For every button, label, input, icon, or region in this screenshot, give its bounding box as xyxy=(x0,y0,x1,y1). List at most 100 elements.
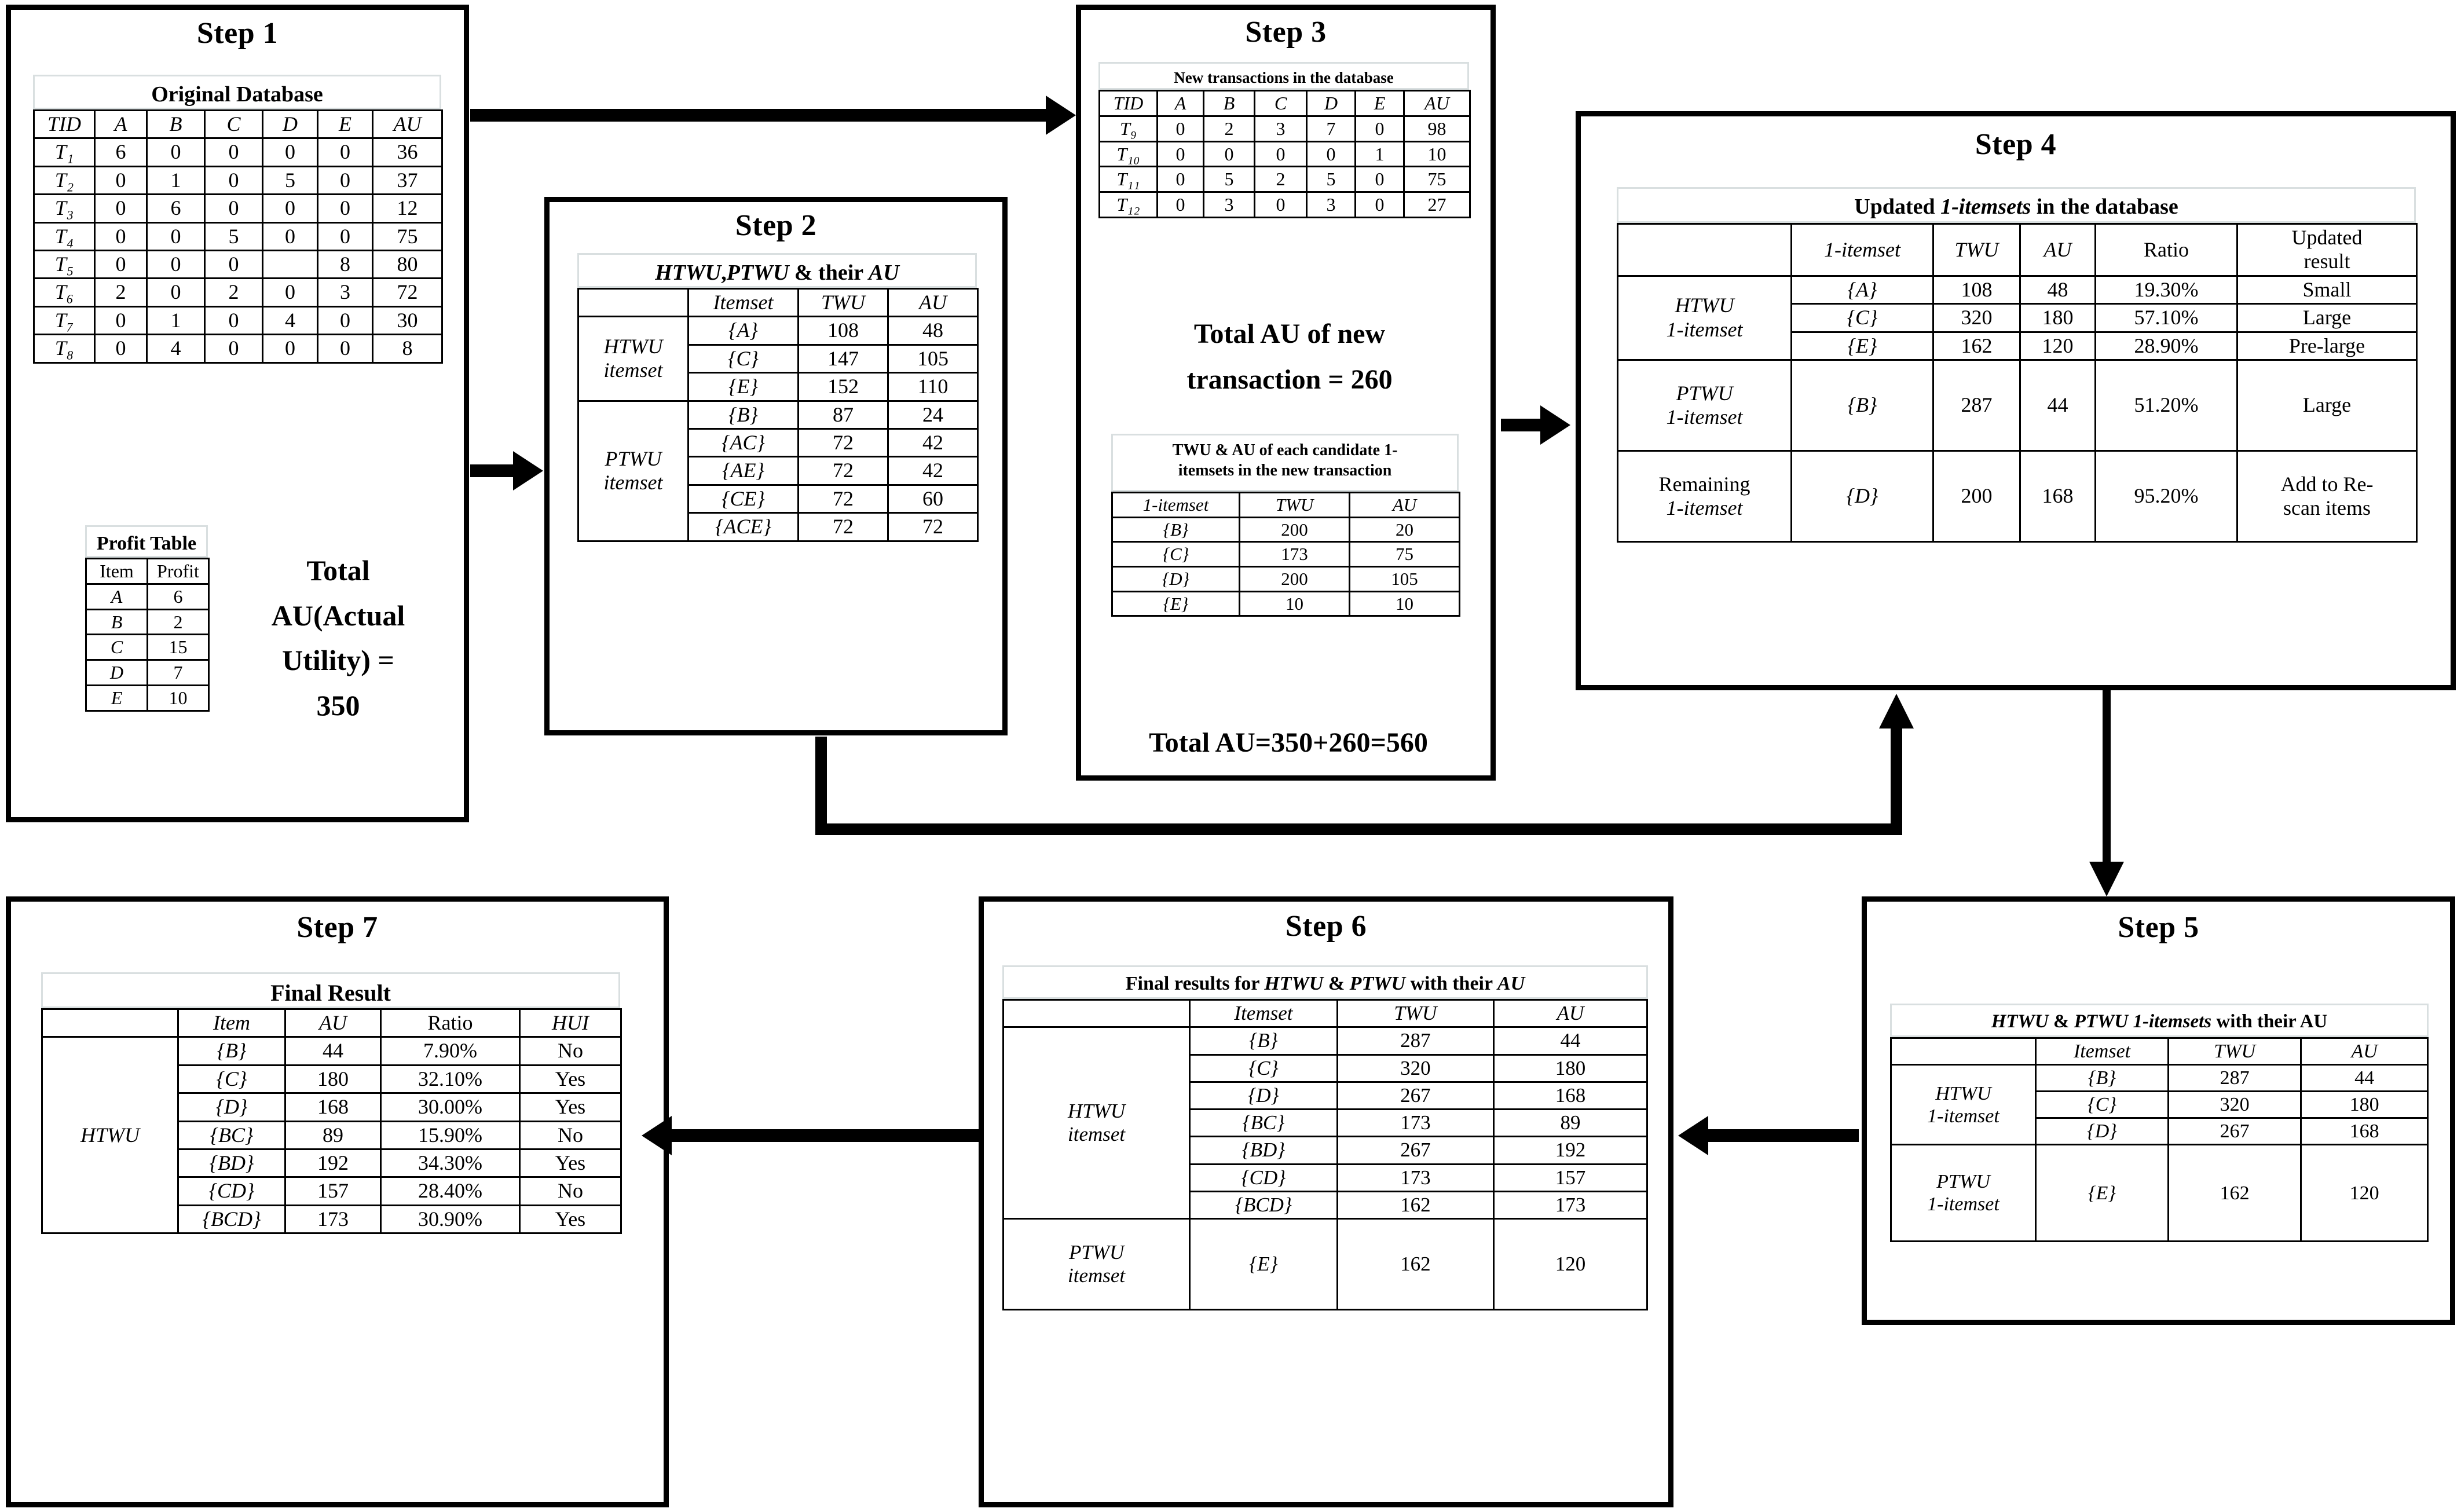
cell: 0 xyxy=(94,249,148,280)
col-1-itemset: 1-itemset xyxy=(1111,492,1240,518)
cell-au: 42 xyxy=(887,456,979,486)
col-group xyxy=(1002,998,1191,1028)
result-line-2: scan items xyxy=(2283,496,2371,519)
col-a: A xyxy=(1156,90,1204,117)
cell-item: B xyxy=(85,608,148,636)
col-b: B xyxy=(146,109,206,140)
cell-item: {CD} xyxy=(177,1176,286,1206)
step-2-title: Step 2 xyxy=(735,209,817,242)
total-au-line-3: Utility) = xyxy=(282,644,394,676)
cell-itemset: {BD} xyxy=(1189,1136,1338,1165)
col-profit: Profit xyxy=(147,558,210,585)
step-3-box: Step 3 New transactions in the database … xyxy=(1076,5,1496,781)
step-2-box: Step 2 HTWU,PTWU & their AU Itemset TWU … xyxy=(544,197,1008,735)
cell xyxy=(262,249,318,280)
cell: 0 xyxy=(1354,166,1405,193)
cell-ratio: 15.90% xyxy=(380,1120,521,1150)
step-1-title: Step 1 xyxy=(196,17,279,50)
table-row: PTWU itemset {E} 162 120 xyxy=(1002,1218,1649,1310)
cell-profit: 7 xyxy=(147,659,210,686)
cell-twu: 162 xyxy=(1336,1218,1495,1310)
group-label-ptwu: PTWU 1-itemset xyxy=(1890,1144,2037,1243)
cell-au: 42 xyxy=(887,427,979,458)
cell-au: 72 xyxy=(887,512,979,542)
group-line-2: itemset xyxy=(603,358,663,382)
cell-au: 44 xyxy=(2019,358,2096,452)
cell-hui: Yes xyxy=(519,1148,622,1178)
cell-twu: 267 xyxy=(1336,1136,1495,1165)
cell-au: 157 xyxy=(1492,1163,1649,1192)
cell-profit: 2 xyxy=(147,608,210,636)
cell-au: 157 xyxy=(284,1176,382,1206)
cell-au: 44 xyxy=(1492,1026,1649,1056)
col-au: AU xyxy=(887,287,979,318)
cell: 72 xyxy=(372,277,443,307)
cell-au: 120 xyxy=(2019,331,2096,361)
cell-au: 173 xyxy=(1492,1190,1649,1220)
total-au-sum-note: Total AU=350+260=560 xyxy=(1149,727,1428,758)
group-line-2: 1-itemset xyxy=(1666,405,1743,429)
cell: 2 xyxy=(204,277,263,307)
table-header-row: Item AU Ratio HUI xyxy=(41,1008,622,1038)
cell-au: 60 xyxy=(887,484,979,514)
cell-twu: 267 xyxy=(2167,1117,2302,1146)
table-row: Remaining 1-itemset {D} 200 168 95.20% A… xyxy=(1617,449,2418,543)
arrow-step3-to-step4-shaft xyxy=(1501,419,1543,431)
cell-itemset: {C} xyxy=(2034,1090,2170,1119)
col-updated-result-line-2: result xyxy=(2303,250,2350,273)
cell: 0 xyxy=(146,221,206,251)
col-item: Item xyxy=(177,1008,286,1038)
cell-itemset: {A} xyxy=(687,316,799,346)
cell: 0 xyxy=(1156,115,1204,142)
cell-au: 10 xyxy=(1349,590,1460,617)
cell-profit: 15 xyxy=(147,634,210,661)
table-header-row: Itemset TWU AU xyxy=(1890,1037,2429,1066)
cell-ratio: 30.00% xyxy=(380,1092,521,1122)
cell-au: 168 xyxy=(284,1092,382,1122)
cell: 75 xyxy=(372,221,443,251)
cell: 0 xyxy=(94,193,148,224)
col-au: AU xyxy=(372,109,443,140)
col-au: AU xyxy=(1492,998,1649,1028)
cell-au: 180 xyxy=(2019,303,2096,333)
cell-tid: T₇ xyxy=(33,305,96,336)
cell-au: 48 xyxy=(2019,274,2096,305)
final-results-table: Itemset TWU AU HTWU itemset {B} 287 44 {… xyxy=(1002,998,1649,1310)
table-header-row: Itemset TWU AU xyxy=(577,287,979,318)
group-line-1: Remaining xyxy=(1658,472,1750,496)
step-7-title: Step 7 xyxy=(296,911,378,944)
cell: 0 xyxy=(317,165,373,196)
col-c: C xyxy=(1254,90,1308,117)
htwu-ptwu-1-itemsets-table: Itemset TWU AU HTWU 1-itemset {B} 287 44… xyxy=(1890,1037,2429,1243)
cell-twu: 173 xyxy=(1239,541,1350,568)
col-twu: TWU xyxy=(1239,492,1350,518)
caption-line-1: TWU & AU of each candidate 1- xyxy=(1172,441,1398,459)
cell-ratio: 28.40% xyxy=(380,1176,521,1206)
group-line-1: HTWU xyxy=(1935,1082,1991,1104)
total-new-line-2: transaction = 260 xyxy=(1186,364,1393,396)
col-c: C xyxy=(204,109,263,140)
final-result-table: Item AU Ratio HUI HTWU {B} 44 7.90% No {… xyxy=(41,1008,622,1235)
group-label-ptwu: PTWU itemset xyxy=(577,400,689,542)
table-header-row: TID A B C D E AU xyxy=(33,109,443,140)
cell: 0 xyxy=(1156,191,1204,218)
cell-item: C xyxy=(85,634,148,661)
step-6-title: Step 6 xyxy=(1285,910,1367,943)
group-label-remaining: Remaining 1-itemset xyxy=(1617,449,1792,543)
cell-itemset: {C} xyxy=(687,343,799,374)
col-au: AU xyxy=(2019,223,2096,277)
arrow-step1-to-step3-head xyxy=(1046,96,1076,135)
cell: 0 xyxy=(94,221,148,251)
